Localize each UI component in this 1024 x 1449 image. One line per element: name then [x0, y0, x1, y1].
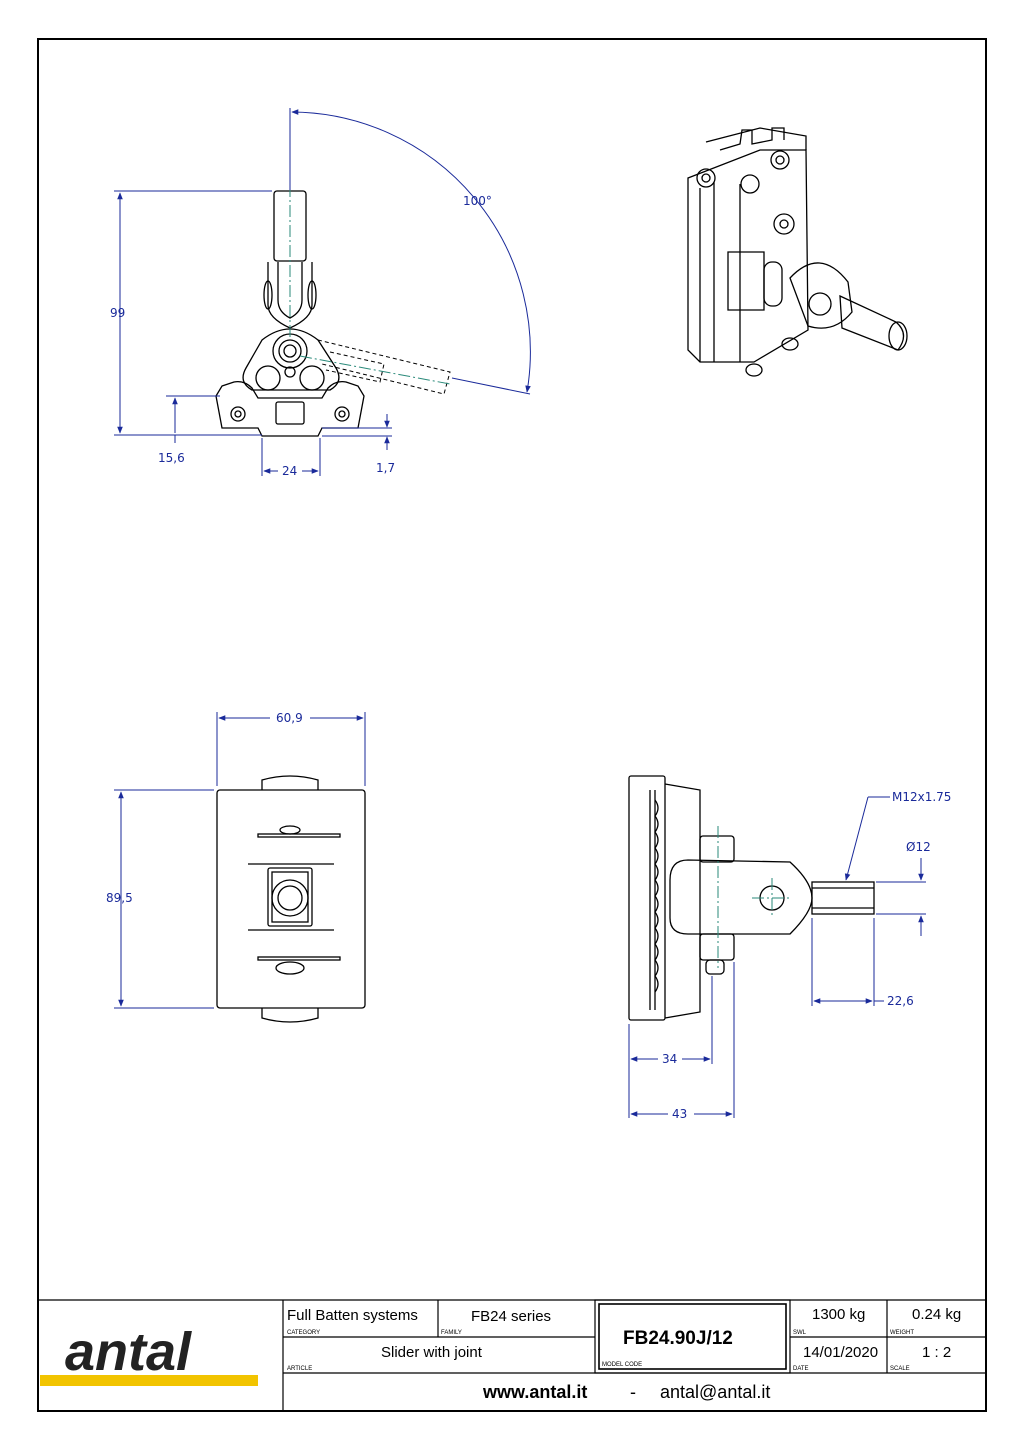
- dim-depth-total-label: 43: [672, 1107, 687, 1121]
- date-value: 14/01/2020: [803, 1344, 878, 1361]
- dim-base-offset: [166, 395, 220, 443]
- dim-height-99: [114, 190, 272, 436]
- dim-slot-width-label: 24: [282, 464, 297, 478]
- scale-label: SCALE: [890, 1366, 910, 1372]
- dim-thread: [844, 796, 890, 881]
- dim-diameter: [876, 858, 926, 936]
- end-view-centerlines: [717, 826, 792, 968]
- title-block: [38, 1299, 986, 1411]
- dim-angle: [289, 108, 531, 395]
- family-label: FAMILY: [441, 1330, 462, 1336]
- dim-front-width: [216, 712, 366, 786]
- logo-accent-bar: [40, 1375, 258, 1386]
- weight-value: 0.24 kg: [912, 1306, 961, 1323]
- email-link[interactable]: antal@antal.it: [660, 1382, 770, 1402]
- dim-front-height: [114, 789, 214, 1009]
- model-code-value: FB24.90J/12: [623, 1328, 733, 1349]
- dim-slot-width: [261, 438, 321, 476]
- swl-label: SWL: [793, 1330, 807, 1336]
- dim-stud-length: [811, 918, 884, 1006]
- end-view: [628, 775, 875, 1021]
- dim-front-height-label: 89,5: [106, 891, 133, 905]
- contact-separator: -: [630, 1382, 636, 1402]
- article-label: ARTICLE: [287, 1366, 312, 1372]
- article-value: Slider with joint: [381, 1344, 483, 1361]
- side-view: [215, 190, 451, 437]
- drawing-frame: [37, 38, 987, 1412]
- dim-height-99-label: 99: [110, 306, 125, 320]
- dim-gap-label: 1,7: [376, 461, 395, 475]
- dim-depth-body: [628, 976, 713, 1118]
- isometric-view: [687, 127, 908, 377]
- category-label: CATEGORY: [287, 1330, 320, 1336]
- dim-diameter-label: Ø12: [906, 840, 931, 854]
- dim-base-offset-label: 15,6: [158, 451, 185, 465]
- date-label: DATE: [793, 1366, 809, 1372]
- dim-stud-length-label: 22,6: [887, 994, 914, 1008]
- dim-front-width-label: 60,9: [276, 711, 303, 725]
- dim-thread-label: M12x1.75: [892, 790, 951, 804]
- website-link[interactable]: www.antal.it: [482, 1382, 587, 1402]
- dim-angle-label: 100°: [463, 194, 492, 208]
- dim-gap: [322, 414, 392, 450]
- family-value: FB24 series: [471, 1308, 551, 1325]
- front-view: [216, 775, 366, 1023]
- swl-value: 1300 kg: [812, 1306, 865, 1323]
- weight-label: WEIGHT: [890, 1330, 914, 1336]
- model-code-label: MODEL CODE: [602, 1362, 642, 1368]
- category-value: Full Batten systems: [287, 1307, 418, 1324]
- scale-value: 1 : 2: [922, 1344, 951, 1361]
- antal-logo: antal: [65, 1322, 192, 1382]
- dim-depth-total: [630, 962, 735, 1118]
- dim-depth-body-label: 34: [662, 1052, 677, 1066]
